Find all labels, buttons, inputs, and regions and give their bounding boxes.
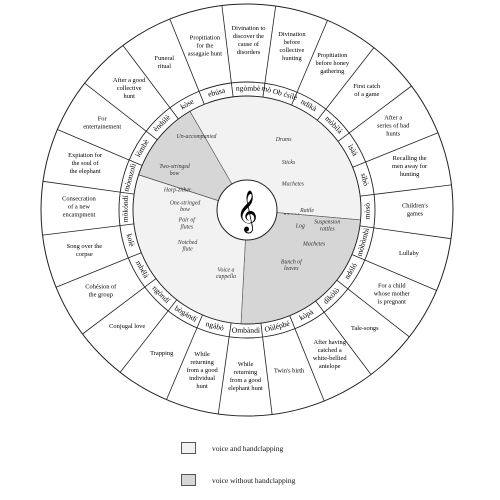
outer-ring-circle (40, 3, 454, 417)
occasion-label: Twin's birth (274, 368, 305, 375)
instrument-label: Machetes (302, 242, 326, 248)
sector-divider (221, 5, 234, 97)
sector-divider (289, 315, 325, 402)
sector-divider (260, 323, 273, 415)
sector-divider (42, 180, 135, 195)
occasion-label: Lullaby (399, 250, 420, 257)
repertoire-name: sìbò (359, 172, 371, 187)
sector-divider (359, 225, 452, 240)
legend-item-voice-and-handclapping: voice and handclapping (181, 442, 283, 454)
instrument-label: Rattle (299, 208, 314, 214)
sector-divider (57, 129, 143, 166)
instrument-label: Harp-zither (163, 187, 192, 193)
occasion-label: Tale-songs (351, 325, 379, 332)
occasion-dividers (42, 5, 452, 415)
sector-divider (337, 85, 412, 142)
sector-divider (122, 45, 179, 120)
instrument-label: Machetes (281, 182, 305, 188)
sector-divider (291, 20, 328, 106)
occasion-label: Trapping (150, 350, 174, 357)
repertoire-name: kolè (125, 233, 137, 249)
sector-divider (352, 132, 439, 168)
sector-divider (84, 82, 158, 141)
sector-divider (315, 300, 372, 375)
sector-divider (360, 184, 452, 197)
repertoire-name: Ombàndì (232, 326, 260, 335)
legend-swatch-light (181, 442, 196, 454)
instrument-label: Log (295, 223, 305, 229)
instrument-sectors (132, 95, 362, 325)
name-ring-outer-circle (118, 81, 376, 339)
repertoire-name: ebúsa (207, 85, 227, 98)
sector-divider (336, 279, 410, 338)
sector-divider (42, 223, 134, 236)
repertoire-name: ngòmbè (236, 84, 261, 93)
legend-label: voice without handclapping (212, 475, 296, 485)
repertoire-name: mòsò (363, 203, 372, 220)
legend-item-voice-without-handclapping: voice without handclapping (181, 474, 295, 486)
sector-divider (316, 47, 375, 121)
repertoire-name: ìsàà (346, 143, 360, 158)
sector-divider (119, 299, 178, 373)
legend-swatch-dark (181, 474, 196, 486)
center-disc (216, 179, 278, 241)
sector-divider (166, 314, 203, 400)
sector-divider (169, 18, 205, 105)
sector-divider (351, 254, 437, 291)
sector-divider (262, 5, 277, 98)
name-ring-inner-circle (132, 95, 362, 325)
instrument-label: Sticks (282, 160, 296, 166)
sector-divider (217, 322, 232, 415)
repertoire-name: mòkóndí (121, 194, 130, 222)
treble-clef-icon: 𝄞 (236, 190, 257, 233)
sector-divider (82, 278, 157, 335)
sector-divider (55, 252, 142, 288)
instrument-label: Drums (275, 137, 293, 143)
instrument-label: Un-accompanied (177, 134, 217, 140)
legend-label: voice and handclapping (212, 443, 284, 453)
occasion-label: Conjugal love (109, 323, 145, 330)
